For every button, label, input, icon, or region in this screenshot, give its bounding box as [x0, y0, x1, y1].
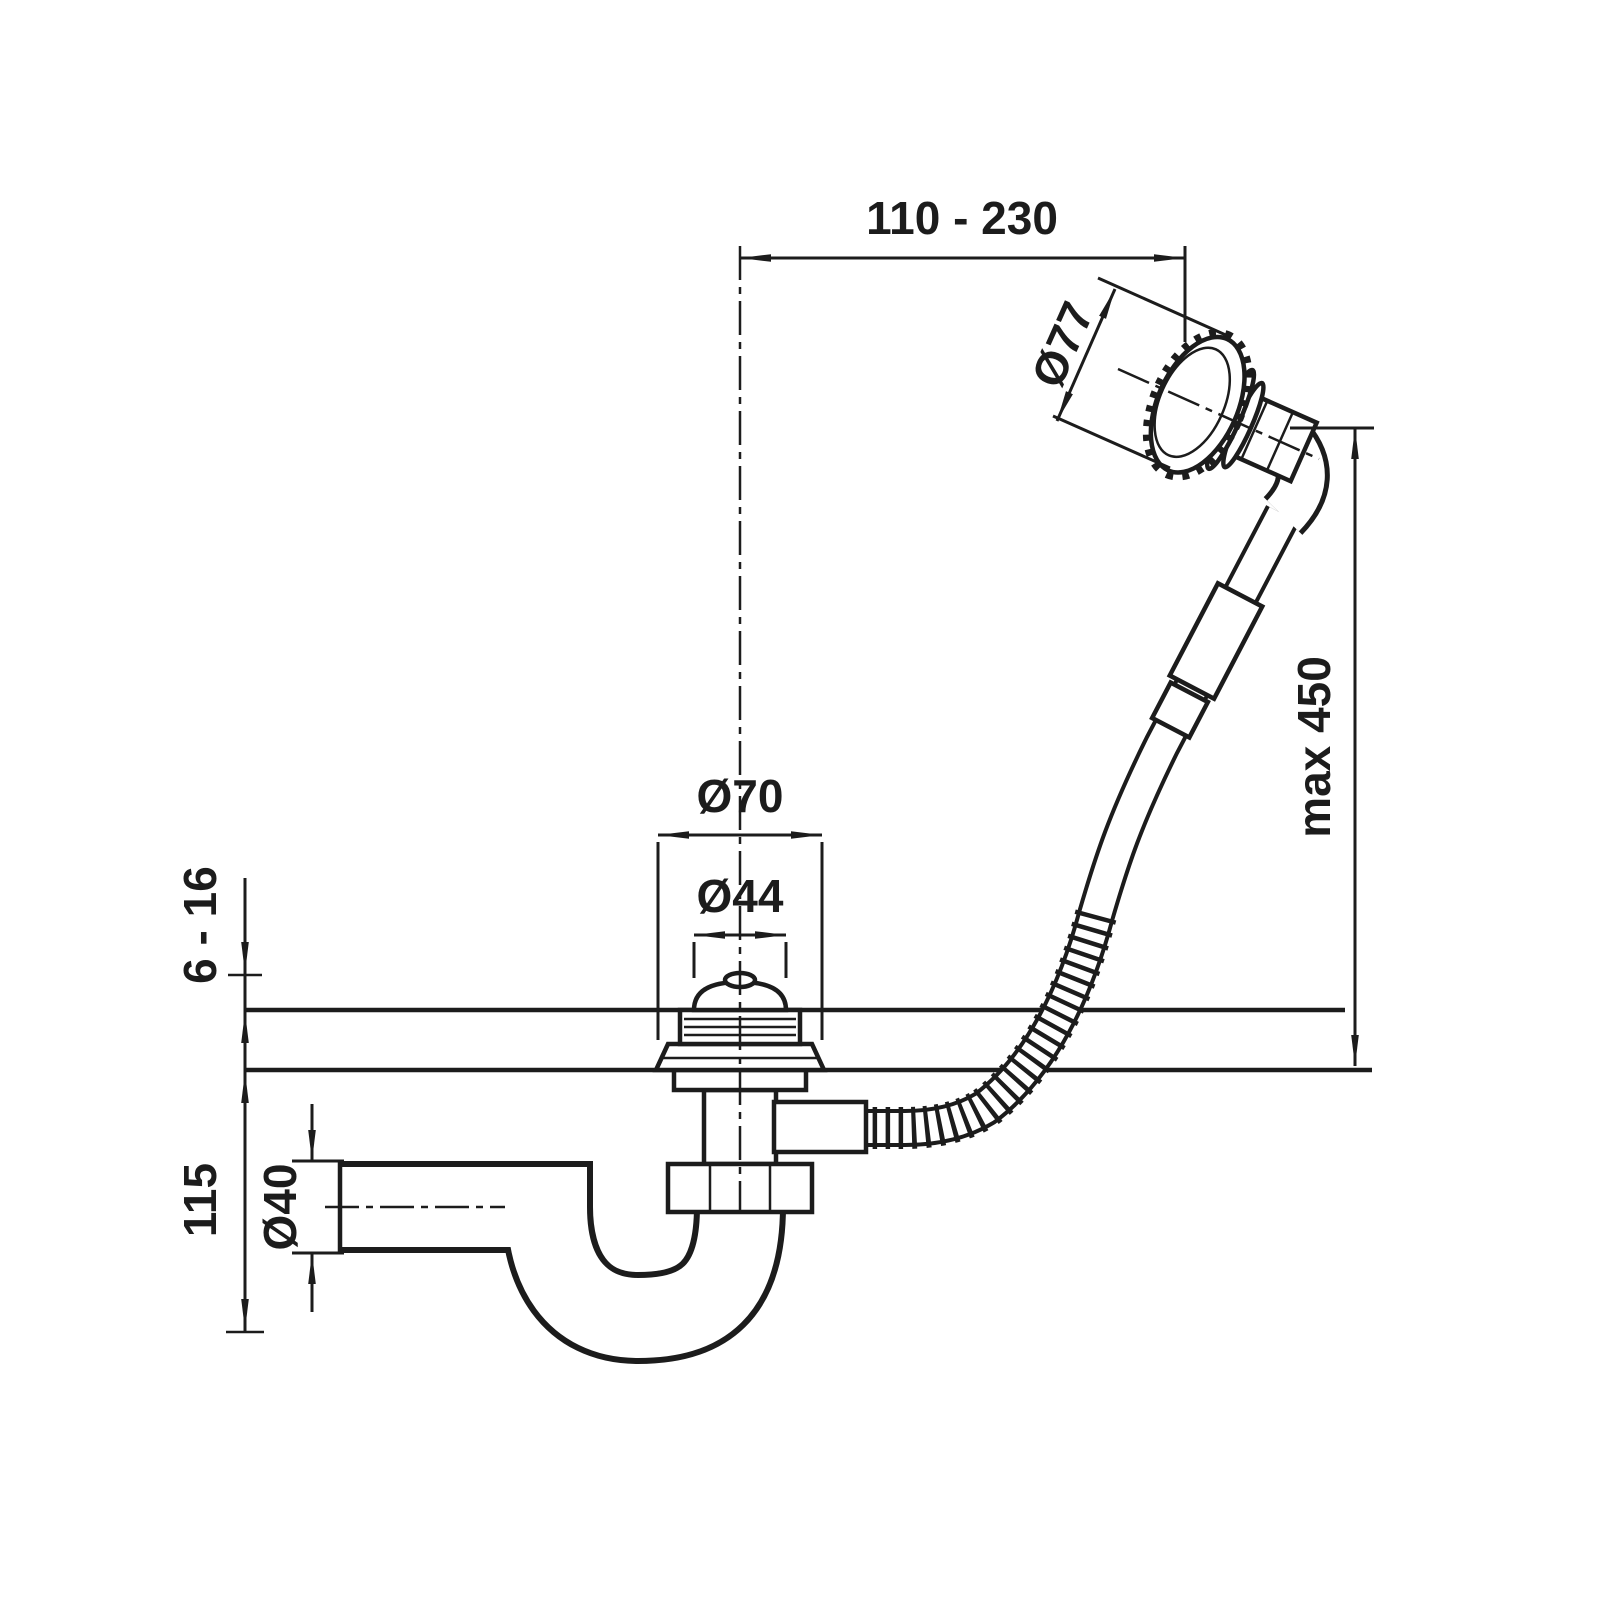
- hose-collar-small: [1149, 679, 1211, 741]
- dimension-rim-thickness: 6 - 16: [174, 866, 249, 1332]
- knob-axis-centerline: [1117, 367, 1320, 461]
- dim-label-top-offset: 110 - 230: [866, 192, 1058, 244]
- flexible-hose: [850, 422, 1330, 1149]
- dim-label-max-height: max 450: [1288, 656, 1340, 838]
- tee-branch: [771, 1099, 869, 1155]
- dimension-pipe-diameter: Ø40: [254, 1104, 344, 1312]
- dim-label-flange-diameter: Ø70: [697, 770, 784, 822]
- centerlines: [325, 246, 1320, 1214]
- dim-label-rim-thickness: 6 - 16: [174, 866, 226, 984]
- dimension-top-offset: 110 - 230: [740, 192, 1187, 342]
- dim-label-pipe-diameter: Ø40: [254, 1164, 306, 1251]
- dim-label-trap-depth: 115: [174, 1163, 226, 1237]
- drain-waste: [652, 970, 869, 1215]
- dimension-max-height: max 450: [1288, 426, 1374, 1066]
- dimension-plug-diameter: Ø44: [692, 870, 788, 978]
- hose-collar: [1166, 580, 1266, 702]
- dim-label-plug-diameter: Ø44: [697, 870, 784, 922]
- dimension-trap-depth: 115: [174, 1072, 264, 1334]
- dimension-flange-diameter: Ø70: [656, 770, 824, 1040]
